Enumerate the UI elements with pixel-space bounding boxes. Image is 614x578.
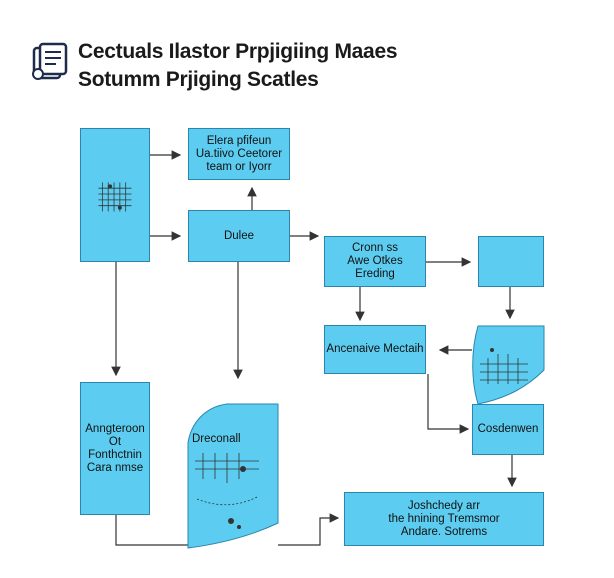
node-angteroon: Anngteroon Ot Fonthctnin Cara nmse (80, 382, 150, 515)
node-angteroon-label: Anngteroon Ot Fonthctnin Cara nmse (85, 422, 145, 474)
node-joshchedy: Joshchedy arr the hnining Tremsmor Andar… (344, 492, 544, 546)
node-joshchedy-label: Joshchedy arr the hnining Tremsmor Andar… (388, 499, 500, 538)
document-stack-icon (32, 42, 68, 80)
node-ancenave-label: Ancenaive Mectaih (326, 343, 424, 355)
title-line-2: Sotumm Prjiging Scatles (78, 68, 319, 91)
node-cronn-label: Cronn ss Awe Otkes Ereding (347, 242, 403, 280)
node-ancenave: Ancenaive Mectaih (324, 325, 426, 374)
arrow-drecemall-to-joshchedy (278, 513, 340, 546)
node-dulee: Dulee (188, 210, 290, 262)
node-elara-label: Elera pfifeun Ua.tiivo Ceetorer team or … (195, 134, 283, 173)
node-cronn: Cronn ss Awe Otkes Ereding (324, 236, 426, 287)
node-dulee-label: Dulee (223, 229, 255, 242)
node-wave-right (472, 325, 545, 405)
grid-chart-icon (98, 182, 132, 212)
node-elara: Elera pfifeun Ua.tiivo Ceetorer team or … (188, 128, 290, 180)
diagram-title: Cectuals Ilastor Prpjigiing Maaes Sotumm… (78, 38, 398, 94)
node-drecemall-label: Dreconall (192, 433, 241, 445)
node-cosdenwen: Cosdenwen (472, 404, 544, 455)
node-right-top (478, 236, 544, 287)
arrow-ancenave-to-cosdenwen (427, 374, 470, 434)
connector-angteroon-bottom (115, 515, 190, 546)
node-drecemall-shape (187, 403, 279, 549)
title-line-1: Cectuals Ilastor Prpjigiing Maaes (78, 40, 398, 63)
node-left-tall (80, 128, 150, 262)
node-cosdenwen-label: Cosdenwen (477, 423, 539, 435)
